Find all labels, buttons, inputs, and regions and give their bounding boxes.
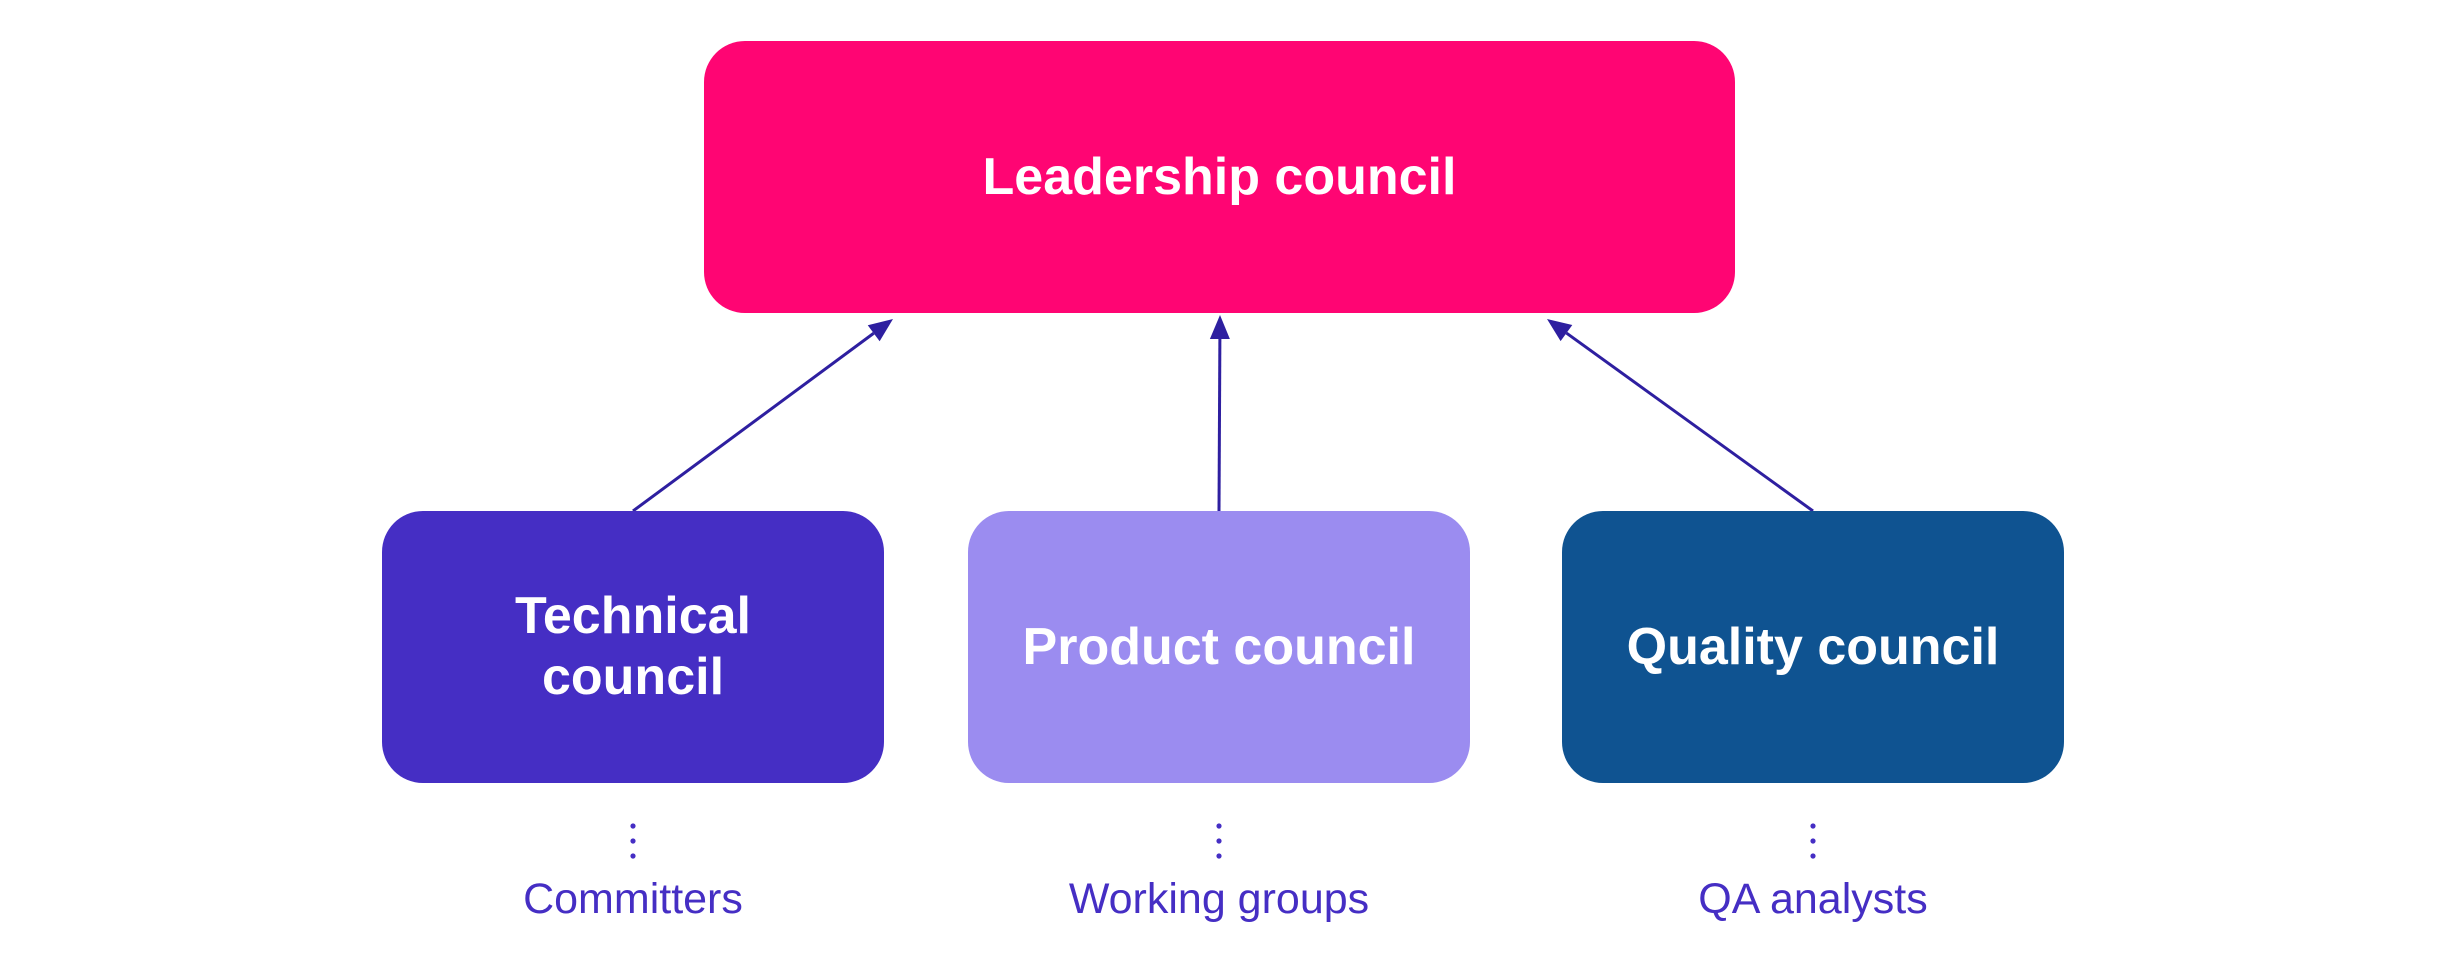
- qa-analysts-label: QA analysts: [1698, 875, 1928, 923]
- arrow-product-to-leadership: [1217, 338, 1222, 512]
- quality-council-node: Quality council: [1562, 511, 2064, 783]
- vertical-ellipsis-icon: [630, 823, 636, 859]
- leadership-council-label: Leadership council: [982, 147, 1457, 206]
- arrow-product-to-leadership-head: [1209, 315, 1230, 340]
- product-council-label: Product council: [1022, 617, 1416, 676]
- arrow-quality-to-leadership: [1565, 331, 1814, 513]
- arrow-quality-to-leadership-head: [1547, 319, 1573, 342]
- committers-label: Committers: [523, 875, 743, 923]
- arrow-technical-to-leadership: [632, 332, 875, 513]
- technical-council-node: Technical council: [382, 511, 884, 783]
- product-council-node: Product council: [968, 511, 1470, 783]
- vertical-ellipsis-icon: [1810, 823, 1816, 859]
- technical-council-label: Technical council: [514, 587, 751, 706]
- working-groups-group: Working groups: [968, 822, 1470, 924]
- vertical-ellipsis-icon: [1216, 823, 1222, 859]
- qa-analysts-group: QA analysts: [1562, 822, 2064, 924]
- working-groups-label: Working groups: [1068, 875, 1370, 923]
- arrow-technical-to-leadership-head: [867, 319, 893, 342]
- committers-group: Committers: [382, 822, 884, 924]
- leadership-council-node: Leadership council: [704, 41, 1735, 313]
- quality-council-label: Quality council: [1626, 617, 2000, 676]
